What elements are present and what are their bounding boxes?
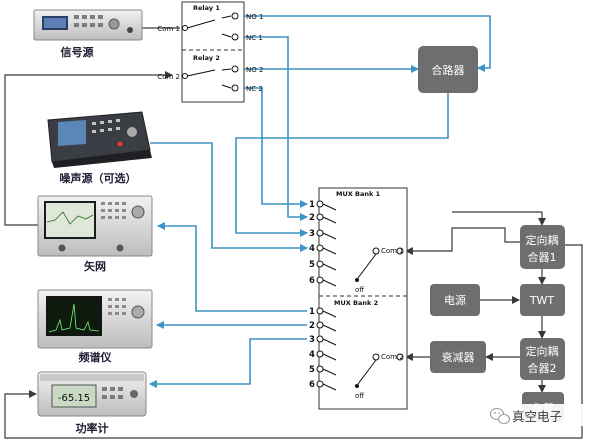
attenuator-label: 衰减器 — [442, 350, 475, 364]
combiner-label: 合路器 — [432, 63, 465, 77]
coupler2-label-line2: 合器2 — [528, 361, 557, 375]
mux-switch — [316, 187, 408, 410]
relay-nc1-label: NC 1 — [246, 34, 263, 42]
mux-com1-label: Com 1 — [381, 247, 404, 255]
coupler1-block: 定向耦 合器1 — [520, 225, 565, 269]
signal-source-label: 信号源 — [61, 45, 94, 59]
relay-no2-label: NO 2 — [246, 66, 263, 74]
mux-bank2-port-6: 6 — [309, 380, 315, 390]
mux-off1-label: off — [355, 286, 364, 294]
mux-bank2-port-3: 3 — [309, 335, 315, 345]
wechat-icon — [489, 407, 511, 425]
mux-bank1-port-1: 1 — [309, 200, 315, 210]
mux-bank2-port-2: 2 — [309, 321, 315, 331]
noise-source-label: 噪声源（可选） — [60, 171, 137, 185]
vna-label: 矢网 — [84, 259, 106, 273]
mux-bank2-label: MUX Bank 2 — [334, 299, 378, 307]
relay-nc2-label: NC 2 — [246, 85, 263, 93]
mux-bank1-port-5: 5 — [309, 260, 315, 270]
mux-com2-label: Com 2 — [381, 353, 404, 361]
coupler1-label-line1: 定向耦 — [526, 233, 559, 247]
coupler2-label-line1: 定向耦 — [526, 344, 559, 358]
spectrum-analyzer-instrument — [37, 289, 153, 349]
power-supply-block: 电源 — [430, 284, 480, 316]
coupler1-label-line2: 合器1 — [528, 250, 557, 264]
power-meter-instrument: -65.15 — [37, 371, 147, 417]
vna-instrument — [37, 195, 153, 257]
mux-bank1-port-4: 4 — [309, 244, 315, 254]
relay-box — [181, 1, 245, 103]
mux-bank1-port-3: 3 — [309, 229, 315, 239]
mux-bank2-port-4: 4 — [309, 350, 315, 360]
relay2-label: Relay 2 — [193, 54, 220, 62]
signal-source-instrument — [33, 9, 143, 41]
twt-label: TWT — [529, 294, 555, 307]
mux-bank1-label: MUX Bank 1 — [336, 190, 381, 198]
mux-bank1-port-6: 6 — [309, 276, 315, 286]
combiner-block: 合路器 — [418, 46, 478, 93]
spectrum-analyzer-label: 频谱仪 — [79, 350, 113, 364]
noise-source-instrument — [47, 111, 152, 168]
relay-com2-label: Com 2 — [157, 73, 180, 81]
watermark: 真空电子 — [486, 404, 596, 426]
power-meter-label: 功率计 — [76, 421, 109, 435]
attenuator-block: 衰减器 — [430, 341, 486, 373]
mux-off2-label: off — [355, 392, 364, 400]
watermark-text: 真空电子 — [512, 409, 562, 424]
mux-bank2-port-1: 1 — [309, 307, 315, 317]
cables — [4, 15, 583, 439]
coupler2-block: 定向耦 合器2 — [520, 338, 565, 380]
relay-no1-label: NO 1 — [246, 13, 263, 21]
relay1-label: Relay 1 — [193, 4, 220, 12]
twt-block: TWT — [520, 284, 565, 316]
relay-com1-label: Com 1 — [157, 25, 180, 33]
mux-bank1-port-2: 2 — [309, 213, 315, 223]
power-meter-readout: -65.15 — [58, 393, 90, 404]
mux-bank2-port-5: 5 — [309, 365, 315, 375]
power-supply-label: 电源 — [444, 293, 466, 307]
